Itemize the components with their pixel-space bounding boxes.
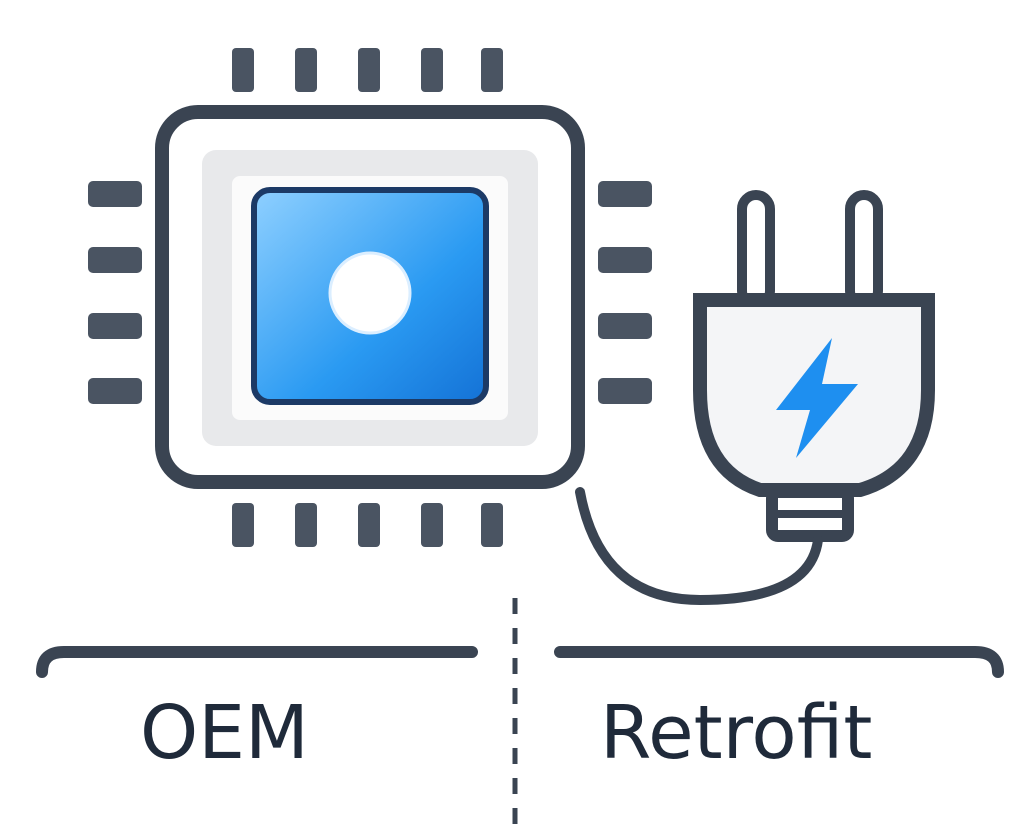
chip-pins-left: [88, 181, 142, 404]
right-bracket: [554, 646, 1004, 678]
lightning-icon: [776, 338, 858, 458]
chip-pins-right: [598, 181, 652, 404]
plug-icon: [575, 190, 935, 606]
plug-cable: [575, 487, 823, 606]
chip-pins-bottom: [232, 503, 503, 547]
oem-label: OEM: [140, 690, 309, 776]
chip-pins-top: [232, 48, 503, 92]
left-bracket: [36, 646, 478, 678]
retrofit-label: Retrofit: [600, 690, 873, 776]
chip-icon: [88, 48, 652, 547]
